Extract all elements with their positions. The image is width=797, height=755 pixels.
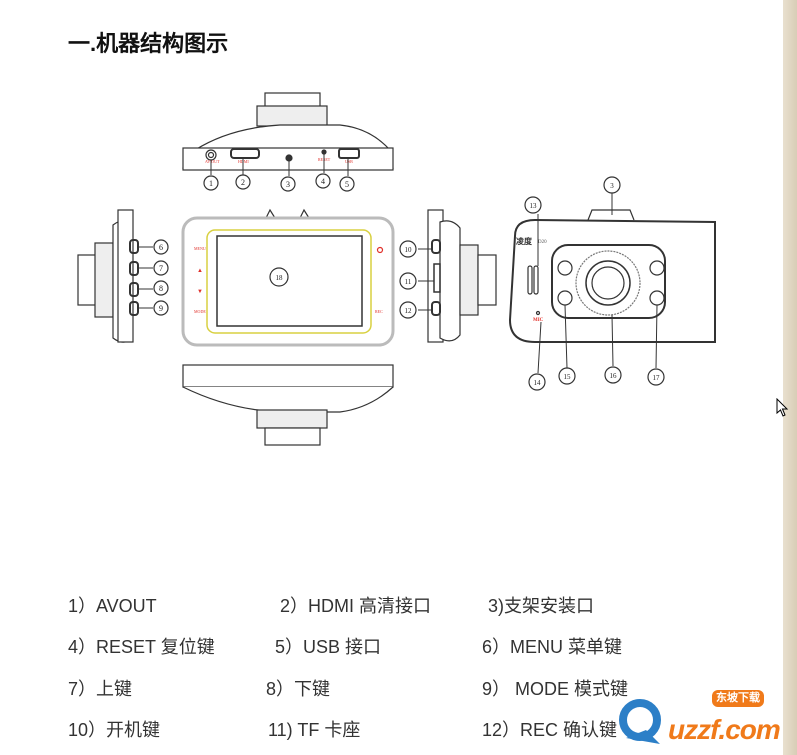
mouse-cursor-icon — [776, 398, 789, 417]
svg-text:13: 13 — [530, 202, 538, 210]
callout-12: 12 — [399, 301, 417, 319]
top-view — [182, 92, 394, 171]
svg-text:7: 7 — [159, 264, 163, 273]
callout-2: 2 — [235, 174, 251, 190]
avout-label: AV OUT — [205, 159, 220, 164]
callouts: 1 2 3 4 5 6 7 8 9 10 11 12 13 14 15 16 1… — [153, 173, 665, 391]
legend-item-4: 4）RESET 复位键 — [68, 637, 215, 657]
svg-text:3: 3 — [286, 180, 290, 189]
right-side-view — [427, 209, 497, 343]
legend-item-6: 6）MENU 菜单键 — [482, 637, 623, 657]
svg-text:5: 5 — [345, 180, 349, 189]
section-title: 一.机器结构图示 — [68, 31, 229, 56]
svg-text:11: 11 — [405, 278, 412, 286]
usb-label: USB — [345, 159, 353, 164]
bottom-view — [182, 364, 394, 446]
svg-text:▼: ▼ — [197, 289, 203, 295]
menu-label: MENU — [194, 246, 206, 251]
screen-view: MENU MODE REC ▲ ▼ — [181, 208, 395, 347]
callout-16: 16 — [604, 366, 622, 384]
callout-3-front: 3 — [603, 176, 621, 194]
model-label: D20 — [538, 240, 547, 245]
callout-10: 10 — [399, 240, 417, 258]
watermark-badge: 东坡下载 — [712, 690, 764, 707]
svg-text:1: 1 — [209, 179, 213, 188]
svg-text:3: 3 — [610, 182, 614, 190]
legend-item-12: 12）REC 确认键 — [482, 720, 618, 740]
svg-text:15: 15 — [564, 373, 572, 381]
callout-6: 6 — [153, 239, 169, 255]
mode-label: MODE — [194, 309, 206, 314]
callout-14: 14 — [528, 373, 546, 391]
legend-item-2: 2）HDMI 高清接口 — [280, 596, 432, 616]
svg-text:10: 10 — [405, 246, 413, 254]
legend-item-5: 5）USB 接口 — [275, 637, 382, 657]
rec-label: REC — [375, 309, 383, 314]
lens-view: 凌度 D20 MIC — [508, 209, 716, 343]
page-edge — [783, 0, 797, 755]
watermark-text: uzzf.com — [668, 714, 781, 745]
svg-text:16: 16 — [610, 372, 618, 380]
mic-label: MIC — [533, 318, 544, 323]
callout-5: 5 — [339, 176, 355, 192]
callout-8: 8 — [153, 280, 169, 296]
callout-18: 18 — [269, 267, 289, 287]
legend-item-9: 9） MODE 模式键 — [482, 679, 629, 699]
svg-text:12: 12 — [405, 307, 413, 315]
callout-11: 11 — [399, 272, 417, 290]
legend-item-1: 1）AVOUT — [68, 596, 157, 616]
svg-text:8: 8 — [159, 284, 163, 293]
svg-text:6: 6 — [159, 243, 163, 252]
callout-3: 3 — [280, 176, 296, 192]
watermark-q-icon — [619, 699, 661, 744]
watermark-logo: 东坡下载 uzzf.com — [616, 688, 783, 755]
svg-text:18: 18 — [276, 274, 284, 282]
svg-text:14: 14 — [534, 379, 542, 387]
svg-text:4: 4 — [321, 177, 325, 186]
legend-item-11: 11) TF 卡座 — [268, 720, 361, 740]
callout-9: 9 — [153, 300, 169, 316]
left-side-view — [77, 209, 139, 343]
callout-13: 13 — [524, 196, 542, 214]
legend-item-7: 7）上键 — [68, 679, 133, 699]
hdmi-label: HDMI — [238, 159, 249, 164]
svg-text:2: 2 — [241, 178, 245, 187]
callout-7: 7 — [153, 260, 169, 276]
legend-item-3: 3)支架安装口 — [488, 596, 595, 616]
device-structure-diagram: AV OUT HDMI RESET USB MENU MODE REC ▲ ▼ — [77, 92, 716, 446]
callout-4: 4 — [315, 173, 331, 189]
svg-text:9: 9 — [159, 304, 163, 313]
legend-item-10: 10）开机键 — [68, 720, 161, 740]
callout-15: 15 — [558, 367, 576, 385]
callout-1: 1 — [203, 175, 219, 191]
svg-text:17: 17 — [653, 374, 661, 382]
svg-text:▲: ▲ — [197, 268, 203, 274]
legend-item-8: 8）下键 — [266, 679, 331, 699]
callout-17: 17 — [647, 368, 665, 386]
brand-label: 凌度 — [516, 236, 533, 246]
